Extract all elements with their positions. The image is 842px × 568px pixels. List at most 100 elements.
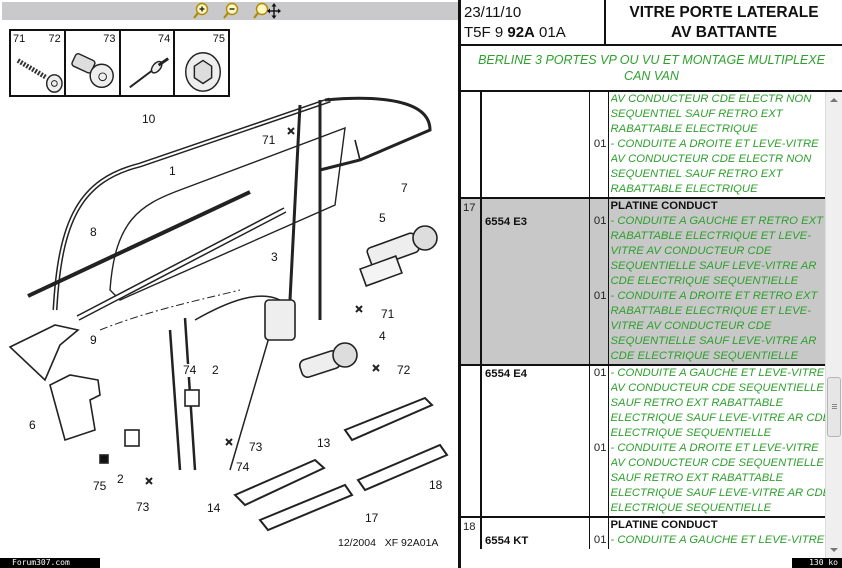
diagram-reference: 12/2004 XF 92A01A <box>338 537 439 549</box>
description-line: SEQUENTIEL SAUF RETRO EXT <box>610 168 783 180</box>
part-title: PLATINE CONDUCT <box>610 200 718 212</box>
description-line: ELECTRIQUE SEQUENTIELLE <box>610 427 772 439</box>
description-line: AV CONDUCTEUR CDE SEQUENTIELLE <box>610 382 824 394</box>
callout-3: 3 <box>270 250 279 264</box>
nut-icon <box>185 52 222 92</box>
header-meta: 23/11/10 T5F 9 92A 01A <box>461 0 606 44</box>
description-line: SAUF RETRO EXT RABATTABLE <box>610 397 784 409</box>
description-line: RABATTABLE ELECTRIQUE <box>610 183 758 195</box>
fastener-number: 73 <box>103 33 116 45</box>
row-ref-number <box>461 364 482 517</box>
fastener-number: 75 <box>212 33 225 45</box>
description-line: - CONDUITE A DROITE ET RETRO EXT <box>610 290 818 302</box>
description-line: CDE ELECTRIQUE SEQUENTIELLE <box>610 275 799 287</box>
callout-6: 6 <box>28 418 37 432</box>
callout-71: 71 <box>261 133 277 147</box>
row-quantity: 01 <box>589 92 609 198</box>
part-outer-strip <box>27 190 251 298</box>
part-code <box>485 92 589 93</box>
row-ref-number: 18 <box>461 516 482 549</box>
parts-header: 23/11/10 T5F 9 92A 01A VITRE PORTE LATER… <box>461 0 842 46</box>
diagram-pane: 71 72 73 74 75 <box>0 0 458 568</box>
part-code: 6554 KT <box>485 535 529 547</box>
description-line: - CONDUITE A DROITE ET LEVE-VITRE <box>610 442 819 454</box>
scrollbar[interactable] <box>825 92 842 558</box>
part-motor-4 <box>264 299 358 378</box>
part-switch-14 <box>233 458 326 507</box>
callout-74: 74 <box>182 363 198 377</box>
variant-line-1: BERLINE 3 PORTES VP OU VU ET MONTAGE MUL… <box>478 53 825 67</box>
header-date: 23/11/10 <box>464 4 522 21</box>
row-quantity: 01 <box>589 516 609 549</box>
callout-72: 72 <box>396 363 412 377</box>
callout-9: 9 <box>89 333 98 347</box>
zoom-toolbar <box>2 2 458 20</box>
fastener-rivet: 74 <box>121 31 176 95</box>
part-code: 6554 E4 <box>485 368 528 380</box>
scroll-down-arrow-icon[interactable] <box>830 548 838 552</box>
callout-2: 2 <box>211 363 220 377</box>
description-line: AV CONDUCTEUR CDE ELECTR NON <box>610 93 812 105</box>
callout-17: 17 <box>364 511 380 525</box>
callout-2b: 2 <box>116 472 125 486</box>
header-code: T5F 9 92A 01A <box>464 23 604 43</box>
part-window-glass <box>109 126 346 301</box>
description-line: RABATTABLE ELECTRIQUE <box>610 123 758 135</box>
zoom-out-icon <box>223 2 239 19</box>
title-line-1: VITRE PORTE LATERALE <box>629 4 819 21</box>
description-line: AV CONDUCTEUR CDE ELECTR NON <box>610 153 812 165</box>
file-size: 130 ko <box>792 558 842 568</box>
description-line: - CONDUITE A DROITE ET LEVE-VITRE <box>610 138 819 150</box>
entry-quantity: 01 <box>593 215 607 227</box>
row-quantity: 01 01 <box>589 197 609 365</box>
part-code: 6554 E3 <box>485 216 528 228</box>
callout-73b: 73 <box>135 500 151 514</box>
part-switch-17 <box>258 483 354 532</box>
part-switch-18 <box>356 443 449 492</box>
variant-line-2: CAN VAN <box>624 69 679 83</box>
callout-10: 10 <box>141 112 157 126</box>
parts-list-pane: 23/11/10 T5F 9 92A 01A VITRE PORTE LATER… <box>458 0 842 568</box>
part-nut-75 <box>99 454 109 464</box>
fastener-screw: 71 72 <box>11 31 66 95</box>
screw-icon <box>16 58 63 93</box>
row-description: PLATINE CONDUCT - CONDUITE A GAUCHE ET LE… <box>608 516 825 549</box>
scrollbar-thumb[interactable] <box>827 377 841 437</box>
entry-quantity: 01 <box>593 290 607 302</box>
callout-14: 14 <box>206 501 222 515</box>
description-line: CDE ELECTRIQUE SEQUENTIELLE <box>610 350 799 362</box>
entry-quantity: 01 <box>593 138 607 150</box>
description-line: VITRE AV CONDUCTEUR CDE <box>610 320 772 332</box>
part-motor-5 <box>359 225 438 287</box>
description-line: - CONDUITE A GAUCHE ET LEVE-VITRE <box>610 367 825 379</box>
fastener-bolt: 73 <box>66 31 121 95</box>
row-ref-number <box>461 92 482 198</box>
scroll-up-arrow-icon[interactable] <box>830 98 838 102</box>
part-title: PLATINE CONDUCT <box>610 519 718 531</box>
row-description: AV CONDUCTEUR CDE ELECTR NON SEQUENTIEL S… <box>608 92 825 198</box>
zoom-in-icon <box>193 2 209 19</box>
description-line: - CONDUITE A GAUCHE ET LEVE-VITRE <box>610 534 825 546</box>
part-bracket <box>8 324 101 442</box>
row-part-code: 6554 KT <box>481 516 590 549</box>
entry-quantity: 01 <box>593 534 607 546</box>
callout-75: 75 <box>92 479 108 493</box>
callout-73: 73 <box>248 440 264 454</box>
callout-13: 13 <box>316 436 332 450</box>
callout-8: 8 <box>89 225 98 239</box>
part-window-frame <box>52 97 331 311</box>
zoom-out-button[interactable] <box>222 2 240 20</box>
zoom-in-button[interactable] <box>192 2 210 20</box>
description-line: SEQUENTIELLE SAUF LEVE-VITRE AR <box>610 335 817 347</box>
row-description: - CONDUITE A GAUCHE ET LEVE-VITRE AV COND… <box>608 364 825 517</box>
zoom-pan-button[interactable] <box>252 2 282 20</box>
site-watermark: Forum307.com <box>0 558 100 568</box>
description-line: RABATTABLE ELECTRIQUE ET LEVE- <box>610 305 811 317</box>
